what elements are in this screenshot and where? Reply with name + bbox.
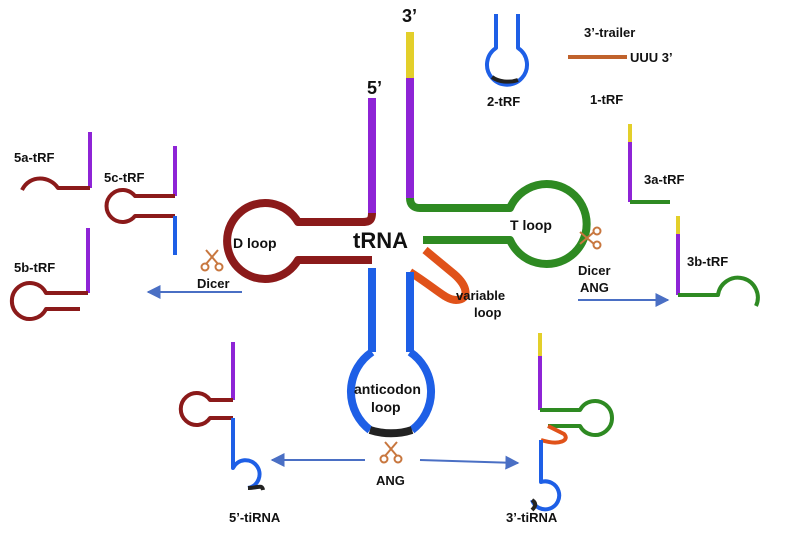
label-5-tirna: 5’-tiRNA	[229, 510, 281, 525]
label-3-tirna: 3’-tiRNA	[506, 510, 558, 525]
scissors-icon	[200, 249, 224, 272]
variable-loop-label-1: variable	[456, 288, 505, 303]
label-3b-trf: 3b-tRF	[687, 254, 728, 269]
label-3-trailer: 3’-trailer	[584, 25, 635, 40]
anticodon-loop-right	[407, 348, 436, 434]
fragment-5b-trf	[9, 228, 90, 321]
anticodon-triplet	[368, 426, 414, 438]
dicer-label-right: Dicer	[578, 263, 611, 278]
fragment-2-trf	[485, 14, 529, 87]
arrow-to-3-tirna	[419, 455, 520, 470]
label-3a-trf: 3a-tRF	[644, 172, 685, 187]
anticodon-loop-label-2: loop	[371, 399, 401, 415]
scissors-icon	[379, 441, 403, 464]
label-2-trf: 2-tRF	[487, 94, 520, 109]
label-1-trf: 1-tRF	[590, 92, 623, 107]
d-arm	[223, 199, 376, 283]
three-prime-label: 3’	[402, 6, 417, 26]
fragment-5c-trf	[104, 146, 177, 255]
label-5c-trf: 5c-tRF	[104, 170, 145, 185]
anticodon-loop-label-1: anticodon	[354, 381, 421, 397]
ang-label-right: ANG	[580, 280, 609, 295]
label-uuu: UUU 3’	[630, 50, 673, 65]
fragment-3-tirna	[530, 333, 614, 512]
t-loop-label: T loop	[510, 217, 552, 233]
scissors-icon	[579, 226, 602, 250]
ang-label-bottom: ANG	[376, 473, 405, 488]
variable-loop	[407, 246, 470, 304]
anticodon-loop-left	[346, 348, 375, 434]
label-5a-trf: 5a-tRF	[14, 150, 55, 165]
fragment-5-tirna	[178, 342, 265, 491]
fragment-3a-trf	[628, 124, 670, 204]
fragment-5a-trf	[20, 132, 92, 192]
fragment-3b-trf	[676, 216, 760, 307]
label-5b-trf: 5b-tRF	[14, 260, 55, 275]
d-loop-label: D loop	[233, 235, 277, 251]
trna-title: tRNA	[353, 228, 408, 253]
dicer-label-left: Dicer	[197, 276, 230, 291]
trna-structure	[223, 32, 591, 438]
five-prime-label: 5’	[367, 78, 382, 98]
t-arm	[406, 180, 591, 268]
variable-loop-label-2: loop	[474, 305, 501, 320]
